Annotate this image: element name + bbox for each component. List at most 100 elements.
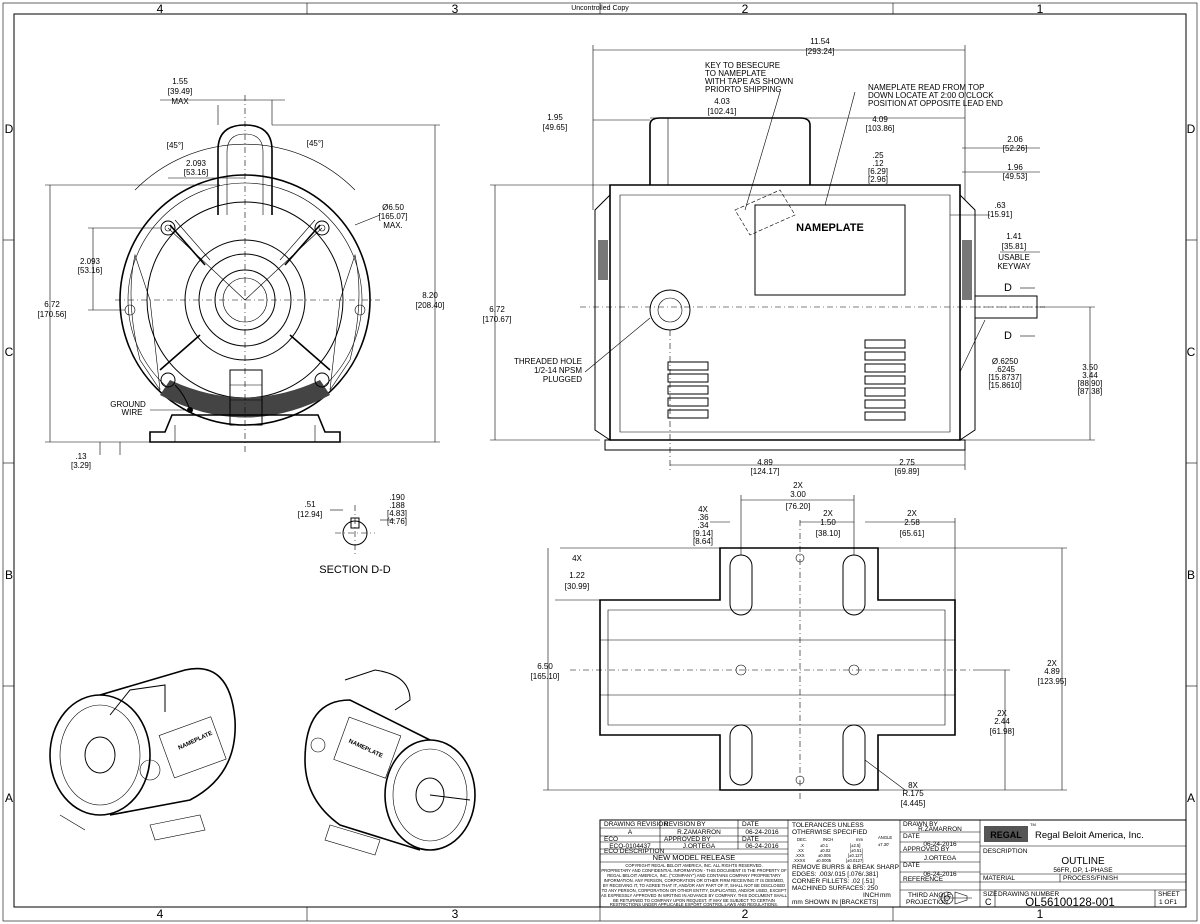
zone-row-b-left: B [5,568,13,582]
tol-header-dec: DEC. [797,837,807,842]
side-view [580,117,1045,451]
key-note-2: TO NAMEPLATE [705,69,766,78]
threaded-hole-2: 1/2-14 NPSM [534,366,582,375]
angle-right-label: [45°] [307,139,324,148]
drawing-title: OUTLINE [1061,856,1105,867]
rev-value: A [628,829,633,836]
drawing-subtitle: 56FR, DP, 1-PHASE [1053,867,1113,874]
front-view-dimensions [45,99,440,455]
tol-title-1: TOLERANCES UNLESS [792,822,864,829]
copyright-line-3: REGAL BELOIT AMERICA, INC. ("COMPANY") A… [607,873,781,878]
keyway-value: 1.41 [1006,232,1022,241]
copyright-line-1: COPYRIGHT REGAL BELOIT AMERICA, INC. ALL… [625,863,762,868]
base-height-value: 6.50 [537,662,553,671]
slot-150-qty: 2X [823,509,833,518]
tol-machined: MACHINED SURFACES: 250 [792,885,878,892]
shaft-height-mm-min: [87.38] [1078,387,1102,396]
dim-672-side-value: 6.72 [489,305,505,314]
uncontrolled-copy-stamp: Uncontrolled Copy [571,5,629,12]
zone-row-b-right: B [1187,568,1195,582]
dim-409-mm: [103.86] [866,124,895,133]
rev-date-value: 06-24-2016 [745,829,779,836]
side-view-labels: 11.54 [293.24] KEY TO BESECURE TO NAMEPL… [483,37,1103,476]
rev-label: DRAWING REVISION [604,821,668,828]
zone-col-4-bottom: 4 [157,907,164,921]
tol-header-inch: INCH [823,837,833,842]
dim-206-value: 2.06 [1007,135,1023,144]
eco-date-value: 06-24-2016 [745,843,779,850]
zone-row-d-left: D [5,122,14,136]
dim-275-value: 2.75 [899,458,915,467]
iso-left-nameplate: NAMEPLATE [178,731,214,752]
section-key-max: .190 [389,493,405,502]
section-dd-title: SECTION D-D [319,564,391,576]
reference-label: REFERENCE [903,876,944,883]
dim-195-mm: [49.65] [543,123,567,132]
base-244-mm: [61.98] [990,727,1014,736]
slot-258-value: 2.58 [904,518,920,527]
slot-spacing-qty: 2X [793,481,803,490]
shaft-height-min: 3.44 [1082,371,1098,380]
process-label: PROCESS/FINISH [1063,875,1118,882]
company-logo: REGAL [990,830,1022,840]
projection-label-2: PROJECTION [906,899,948,906]
drawn-date-label: DATE [903,833,921,840]
dim-diameter-mm: [165.07] [379,212,408,221]
tol-shown: mm SHOWN IN [BRACKETS] [792,899,879,906]
keyway-label: KEYWAY [997,262,1031,271]
base-244-value: 2.44 [994,717,1010,726]
dim-012-mm: [2.96] [868,175,888,184]
tol-row-1-angle: ±7.30' [878,842,889,847]
side-view-dimensions [490,45,1095,470]
slot-150-value: 1.50 [820,518,836,527]
tol-row-4-mm: [±0.0127] [846,858,863,863]
section-key-mm-max: [4.83] [387,509,407,518]
slot-width-qty: 4X [698,505,708,514]
tol-row-4-inch: ±0.0005 [816,858,832,863]
front-view-labels: 1.55 [39.49] MAX [45°] [45°] 2.093 [53.1… [38,77,445,470]
base-489-value: 4.89 [1044,667,1060,676]
size-value: C [985,897,992,907]
front-view [115,95,380,455]
zone-col-4-top: 4 [157,2,164,16]
dim-1154-value: 11.54 [810,37,830,46]
radius-qty: 8X [908,781,918,790]
dim-1154-mm: [293.24] [806,47,835,56]
material-label: MATERIAL [983,875,1015,882]
base-244-qty: 2X [997,709,1007,718]
tol-header-angle: ANGLE [878,835,892,840]
dim-2093-top-mm: [53.16] [184,168,208,177]
dim-2093-left-mm: [53.16] [78,266,102,275]
eco-desc-label: ECO DESCRIPTION [604,848,665,855]
section-key-mm-min: [4.76] [387,517,407,526]
dim-013-mm: [3.29] [71,461,91,470]
tol-burrs: REMOVE BURRS & BREAK SHARP [792,864,899,871]
drawing-number-label: DRAWING NUMBER [998,891,1059,898]
dim-672-front-value: 6.72 [44,300,60,309]
dim-672-side-mm: [170.67] [483,315,512,324]
eco-date-label: DATE [742,836,760,843]
tol-row-3-inch: ±0.005 [818,853,831,858]
slot-258-mm: [65.61] [900,529,924,538]
tol-row-1-inch: ±0.1 [820,843,829,848]
zone-row-c-right: C [1187,345,1196,359]
approved-date-value: 06-24-2016 [923,871,957,878]
zone-col-3-bottom: 3 [452,907,459,921]
section-mark-bottom: D [1004,330,1012,342]
angle-left-label: [45°] [167,141,184,150]
radius-value: R.175 [902,789,924,798]
slot-spacing-mm: [76.20] [786,502,810,511]
copyright-line-5: BY RECEIVING IT, TO AGREE THAT IT, AND/O… [603,883,785,888]
dim-820-mm: [208.40] [416,301,445,310]
shaft-height-max: 3.50 [1082,363,1098,372]
copyright-line-8: BE RETURNED TO COMPANY UPON REQUEST. IT … [613,898,775,903]
threaded-hole-3: PLUGGED [543,375,582,384]
eco-value: ECO-0104437 [609,843,651,850]
title-block-text: DRAWING REVISION REVISION BY DATE A R.ZA… [601,821,1180,909]
key-note-1: KEY TO BESECURE [705,61,780,70]
rev-by-value: R.ZAMARRON [677,829,721,836]
shaft-dia-mm-min: [15.8610] [988,381,1021,390]
tol-edges: EDGES: .003/.015 [.076/.381] [792,871,878,878]
shaft-dia-min: .6245 [995,365,1016,374]
